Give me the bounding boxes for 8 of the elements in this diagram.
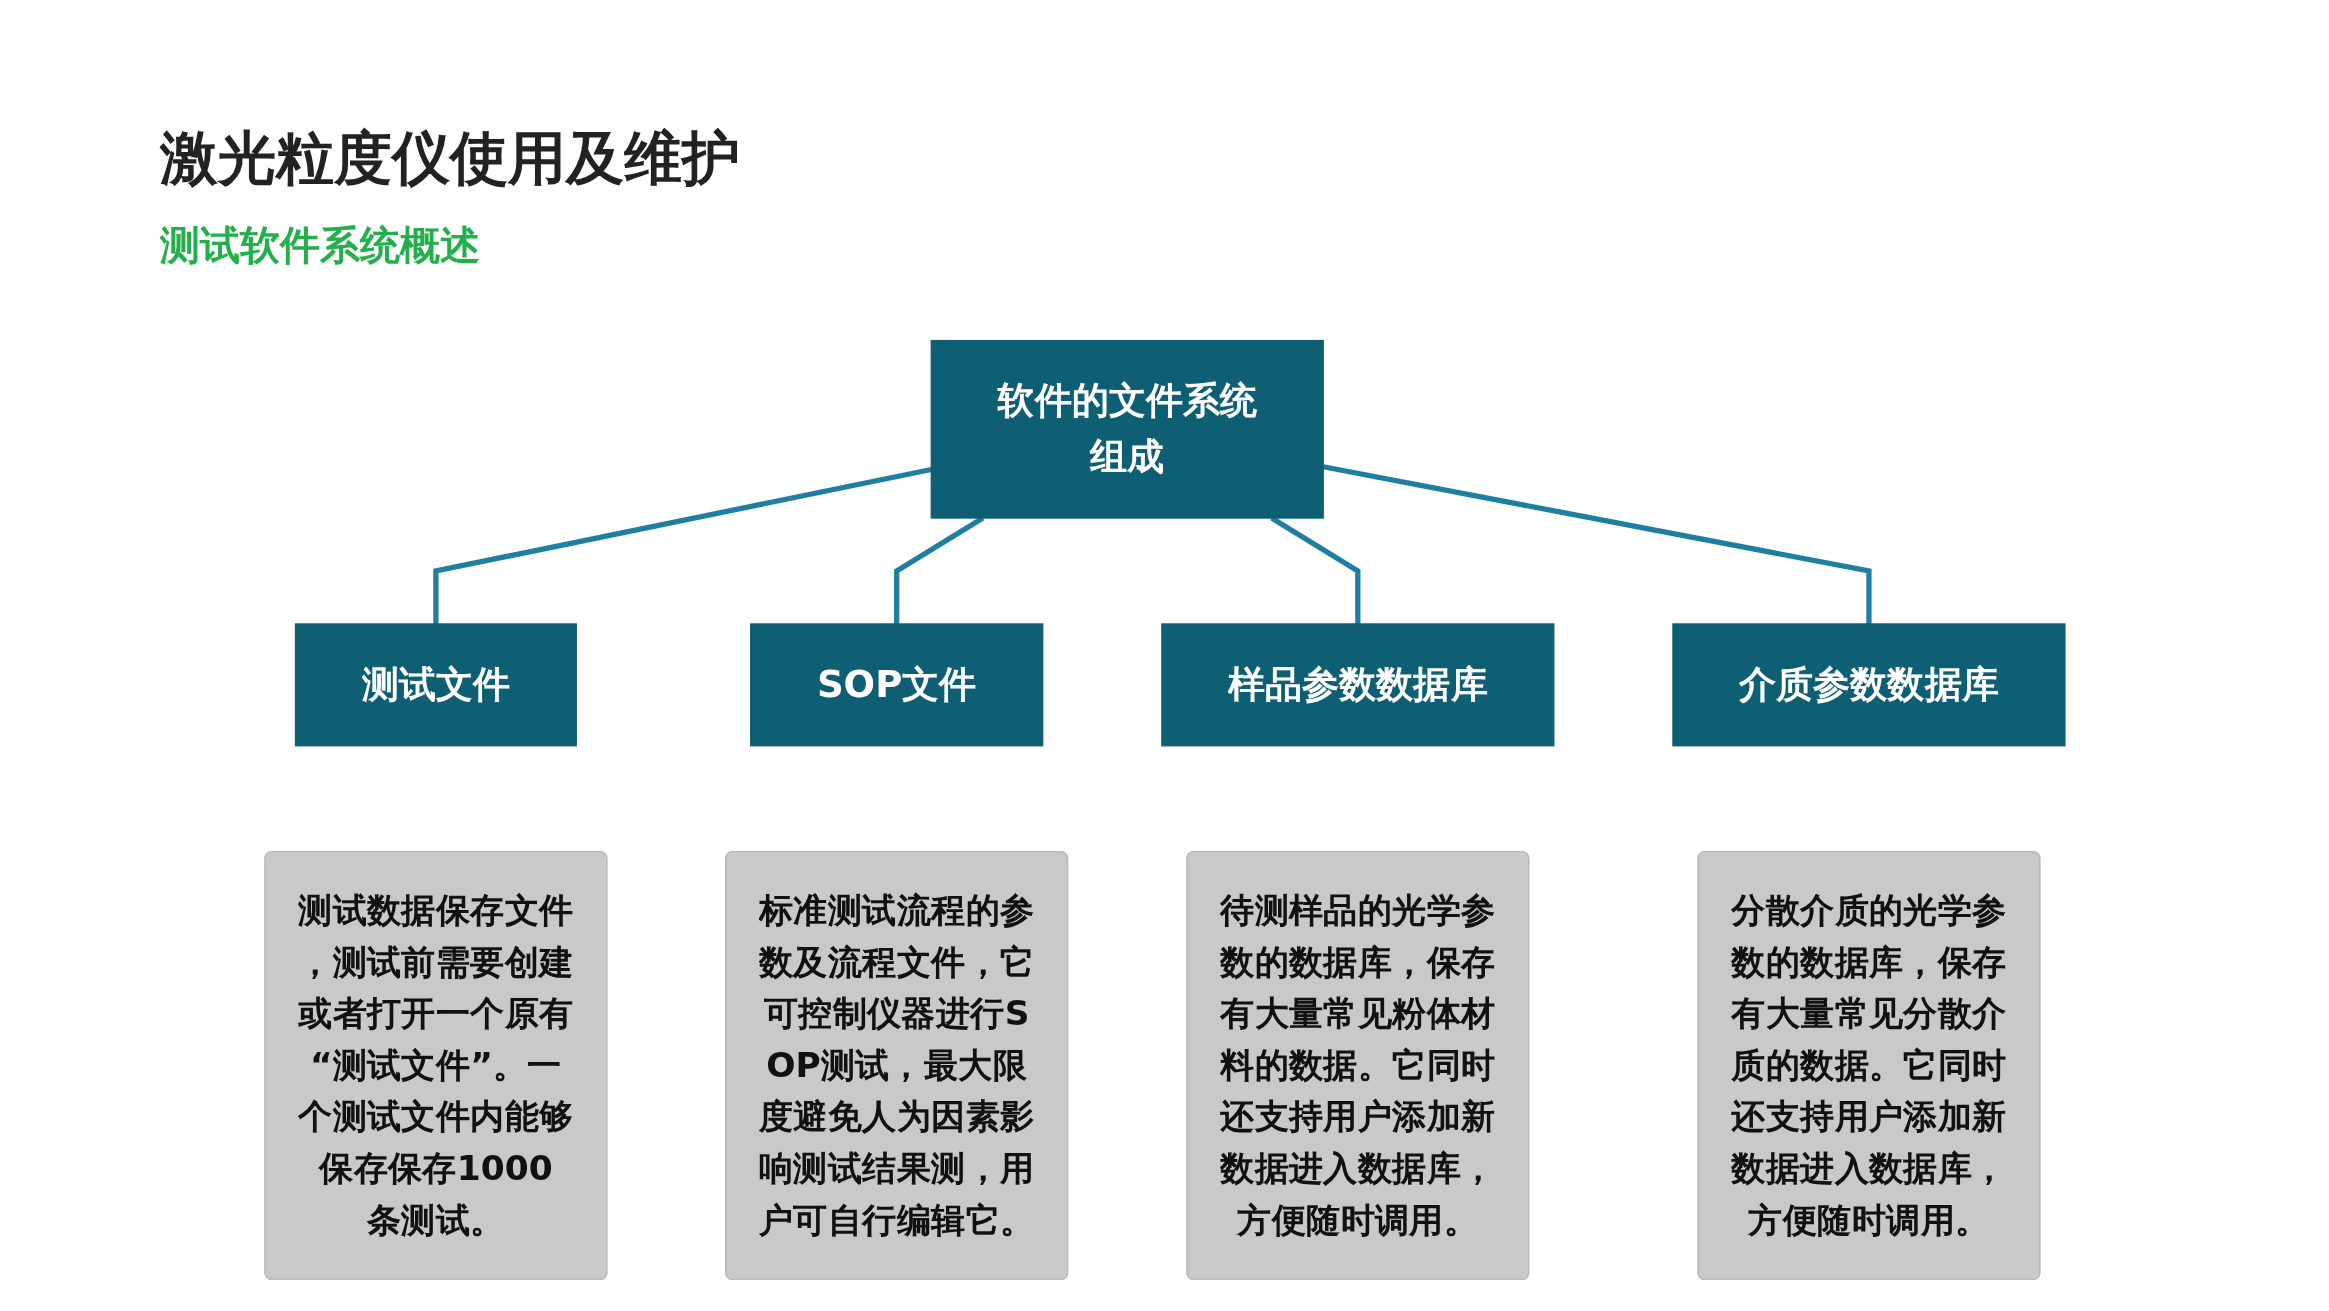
node-box: 软件的文件系统组成 (930, 339, 1324, 519)
slide-title: 激光粒度仪使用及维护 (160, 123, 740, 194)
node-box: 介质参数数据库 (1672, 623, 2066, 747)
node-box: 测试文件 (294, 623, 577, 747)
node-box: SOP文件 (750, 623, 1044, 747)
node-box: 样品参数数据库 (1161, 623, 1555, 747)
connector (433, 466, 932, 624)
slide-subtitle: 测试软件系统概述 (160, 221, 481, 270)
